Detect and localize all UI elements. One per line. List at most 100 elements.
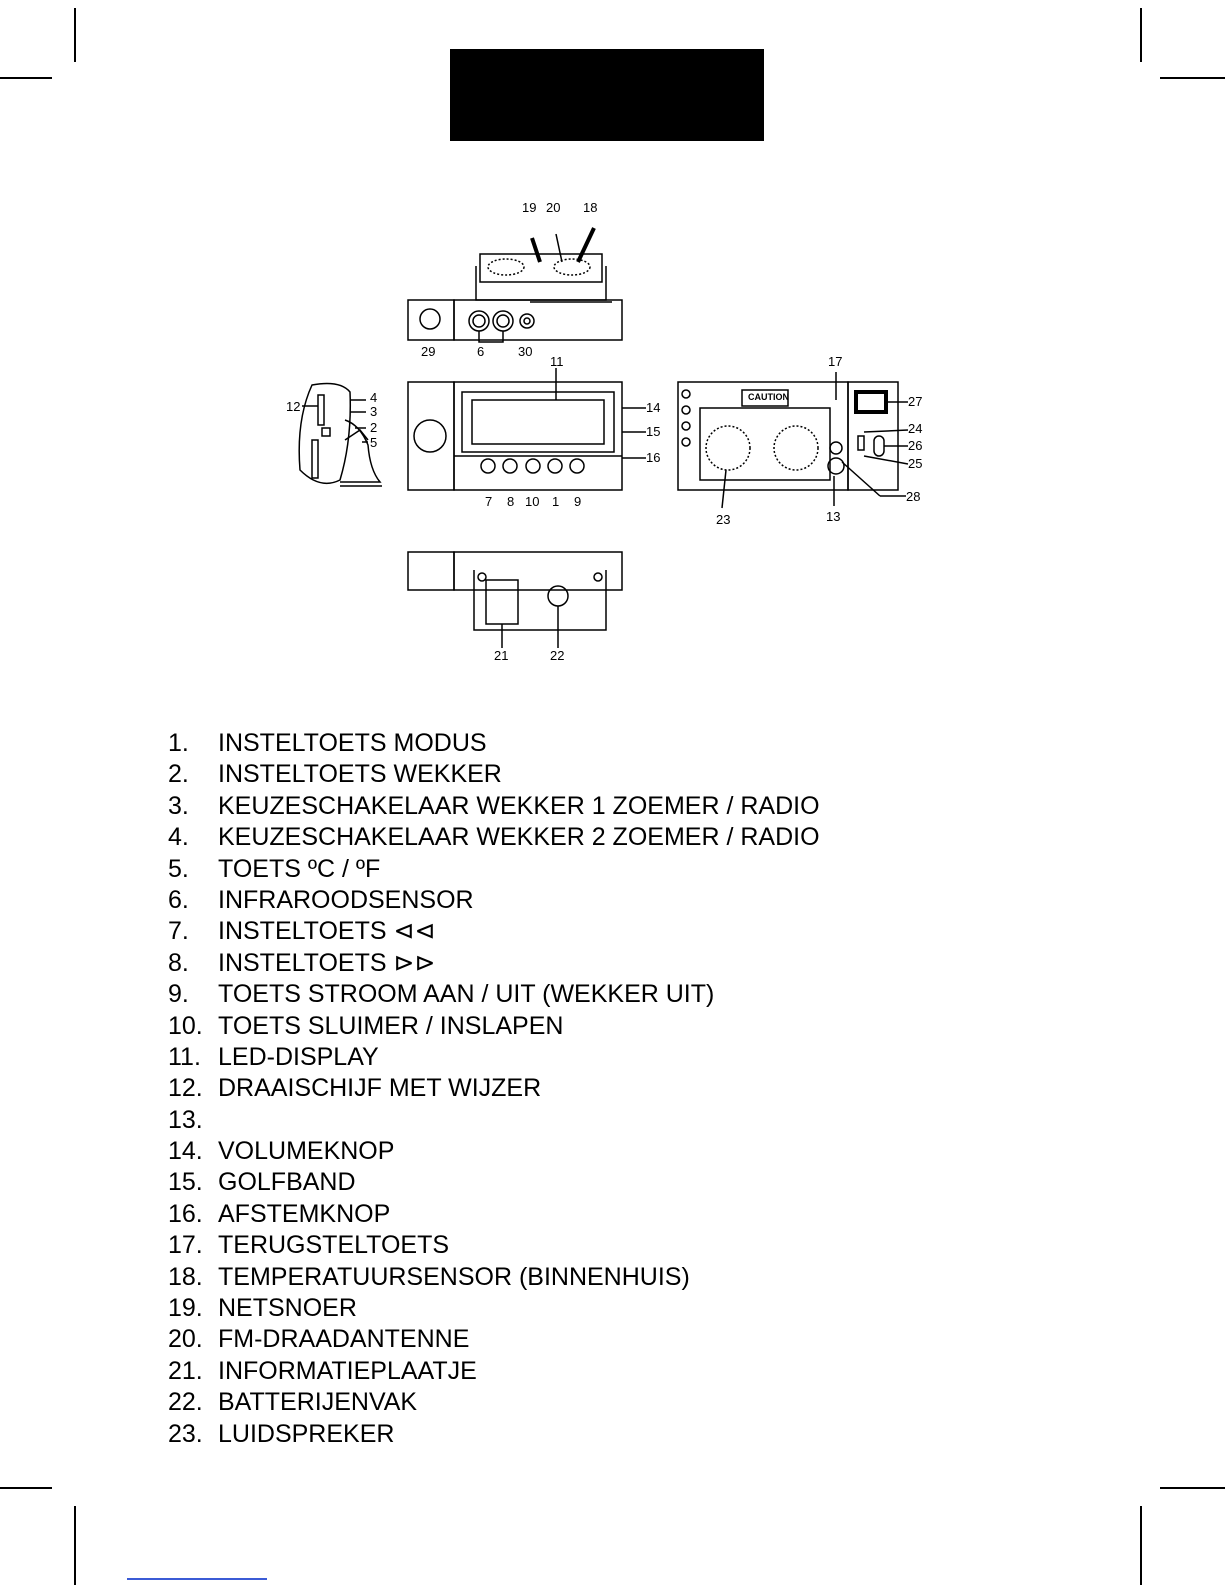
crop-mark — [1140, 1506, 1142, 1585]
legend-number: 10. — [168, 1011, 203, 1040]
callout-12: 12 — [286, 399, 300, 414]
callout-5: 5 — [370, 435, 377, 450]
legend-item: 6. INFRAROODSENSOR — [168, 885, 820, 916]
callout-7: 7 — [485, 494, 492, 509]
legend-number: 16. — [168, 1199, 203, 1228]
legend-number: 17. — [168, 1231, 203, 1260]
legend-number: 21. — [168, 1356, 203, 1385]
legend-label: TOETS SLUIMER / INSLAPEN — [218, 1011, 564, 1040]
legend-item: 12. DRAAISCHIJF MET WIJZER — [168, 1073, 820, 1104]
legend-number: 5. — [168, 854, 189, 883]
callout-17: 17 — [828, 354, 842, 369]
legend-label: VOLUMEKNOP — [218, 1137, 395, 1166]
callout-14: 14 — [646, 400, 660, 415]
legend-label: INSTELTOETS ⊳⊳ — [218, 948, 436, 977]
legend-item: 11. LED-DISPLAY — [168, 1042, 820, 1073]
side-view — [298, 382, 382, 487]
legend-label: KEUZESCHAKELAAR WEKKER 1 ZOEMER / RADIO — [218, 791, 820, 820]
callout-29: 29 — [421, 344, 435, 359]
callout-10: 10 — [525, 494, 539, 509]
legend-item: 1. INSTELTOETS MODUS — [168, 728, 820, 759]
legend-label: INFORMATIEPLAATJE — [218, 1356, 477, 1385]
legend-label: INSTELTOETS MODUS — [218, 729, 487, 757]
legend-item: 17. TERUGSTELTOETS — [168, 1230, 820, 1261]
callout-27: 27 — [908, 394, 922, 409]
legend-label: TEMPERATUURSENSOR (BINNENHUIS) — [218, 1262, 690, 1291]
legend-item: 8. INSTELTOETS ⊳⊳ — [168, 948, 820, 979]
footer-link-underline[interactable] — [127, 1578, 267, 1580]
legend-item: 9.TOETS STROOM AAN / UIT (WEKKER UIT) — [168, 979, 820, 1010]
callout-28: 28 — [906, 489, 920, 504]
legend-label: INSTELTOETS ⊲⊲ — [218, 917, 436, 946]
crop-mark — [74, 8, 76, 62]
legend-number: 3. — [168, 791, 189, 820]
legend-label: LED-DISPLAY — [218, 1042, 379, 1071]
legend-number: 7. — [168, 917, 189, 946]
legend-number: 6. — [168, 885, 189, 914]
crop-mark — [74, 1506, 76, 1585]
legend-item: 7. INSTELTOETS ⊲⊲ — [168, 916, 820, 947]
header-black-bar — [450, 49, 764, 141]
legend-item: 22.BATTERIJENVAK — [168, 1387, 820, 1418]
callout-2: 2 — [370, 420, 377, 435]
callout-4: 4 — [370, 390, 377, 405]
front-view — [407, 368, 646, 491]
legend-item: 15. GOLFBAND — [168, 1167, 820, 1198]
legend-label: TERUGSTELTOETS — [218, 1231, 450, 1260]
legend-number: 1. — [168, 729, 189, 757]
legend-label: DRAAISCHIJF MET WIJZER — [218, 1074, 542, 1103]
legend-number: 15. — [168, 1168, 203, 1197]
crop-mark — [0, 1487, 52, 1489]
product-diagram: CAUTION 19 20 18 29 6 30 11 17 12 4 3 2 … — [286, 200, 922, 663]
callout-6: 6 — [477, 344, 484, 359]
legend-item: 4. KEUZESCHAKELAAR WEKKER 2 ZOEMER / RADI… — [168, 822, 820, 853]
legend-label: AFSTEMKNOP — [218, 1199, 391, 1228]
legend-number: 8. — [168, 948, 189, 977]
crop-mark — [1160, 77, 1225, 79]
legend-item: 2.INSTELTOETS WEKKER — [168, 759, 820, 790]
legend-number: 4. — [168, 823, 189, 852]
top-view — [407, 227, 623, 343]
legend-label: FM-DRAADANTENNE — [218, 1325, 470, 1354]
legend-label: GOLFBAND — [218, 1168, 356, 1197]
crop-mark — [0, 77, 52, 79]
callout-24: 24 — [908, 421, 922, 436]
legend-label: KEUZESCHAKELAAR WEKKER 2 ZOEMER / RADIO — [218, 823, 820, 852]
parts-legend: 1. INSTELTOETS MODUS 2.INSTELTOETS WEKKER… — [168, 728, 820, 1450]
legend-number: 9. — [168, 980, 189, 1009]
legend-label: TOETS ºC / ºF — [218, 854, 381, 883]
callout-19: 19 — [522, 200, 536, 215]
legend-item: 10. TOETS SLUIMER / INSLAPEN — [168, 1011, 820, 1042]
legend-number: 11. — [168, 1042, 201, 1071]
callout-11: 11 — [550, 354, 564, 369]
crop-mark — [1140, 8, 1142, 62]
legend-label: INSTELTOETS WEKKER — [218, 760, 502, 789]
legend-number: 19. — [168, 1294, 203, 1323]
legend-item: 19. NETSNOER — [168, 1293, 820, 1324]
legend-label: LUIDSPREKER — [218, 1419, 395, 1448]
legend-item: 5. TOETS ºC / ºF — [168, 854, 820, 885]
legend-item: 14.VOLUMEKNOP — [168, 1136, 820, 1167]
legend-item: 21. INFORMATIEPLAATJE — [168, 1356, 820, 1387]
callout-22: 22 — [550, 648, 564, 663]
callout-30: 30 — [518, 344, 532, 359]
legend-number: 23. — [168, 1419, 203, 1448]
legend-item: 13. — [168, 1105, 820, 1136]
legend-item: 16. AFSTEMKNOP — [168, 1199, 820, 1230]
legend-number: 18. — [168, 1262, 203, 1291]
callout-16: 16 — [646, 450, 660, 465]
legend-number: 20. — [168, 1325, 203, 1354]
callout-23: 23 — [716, 512, 730, 527]
legend-label: BATTERIJENVAK — [218, 1388, 418, 1417]
legend-label: INFRAROODSENSOR — [218, 885, 474, 914]
callout-21: 21 — [494, 648, 508, 663]
legend-number: 13. — [168, 1105, 203, 1134]
bottom-view — [407, 551, 623, 648]
callout-8: 8 — [507, 494, 514, 509]
legend-number: 12. — [168, 1074, 203, 1103]
callout-20: 20 — [546, 200, 560, 215]
legend-item: 3. KEUZESCHAKELAAR WEKKER 1 ZOEMER / RADI… — [168, 791, 820, 822]
legend-label: NETSNOER — [218, 1294, 357, 1323]
callout-3: 3 — [370, 404, 377, 419]
callout-18: 18 — [583, 200, 597, 215]
